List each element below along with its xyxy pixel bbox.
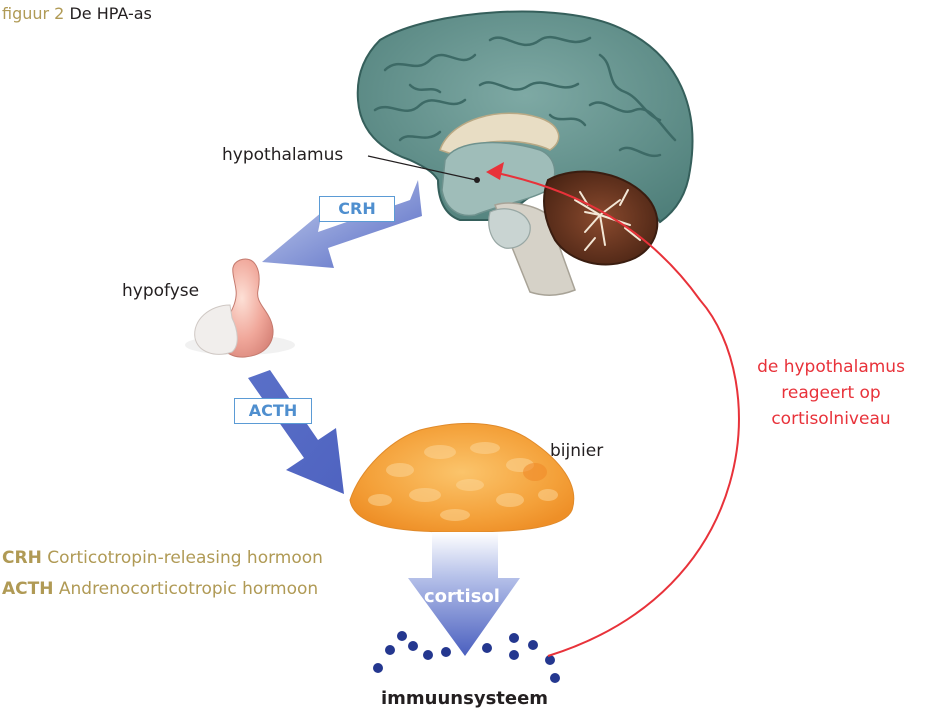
feedback-curve [491, 171, 740, 657]
feedback-line-3: cortisolniveau [771, 409, 891, 429]
figure-number: figuur 2 [2, 4, 65, 23]
label-immuunsysteem: immuunsysteem [381, 688, 549, 709]
immune-dots [373, 631, 560, 683]
crh-box: CRH [319, 196, 395, 222]
cortisol-arrow [408, 532, 520, 656]
acth-arrow [248, 370, 344, 494]
legend-item-crh: CRH Corticotropin-releasing hormoon [2, 548, 323, 568]
legend-text: Andrenocorticotropic hormoon [58, 579, 319, 599]
adrenal-texture [368, 442, 558, 521]
figure-caption: figuur 2 De HPA-as [2, 4, 152, 23]
figure-title: De HPA-as [69, 4, 152, 23]
feedback-line-2: reageert op [781, 383, 881, 403]
legend-item-acth: ACTH Andrenocorticotropic hormoon [2, 579, 318, 599]
legend-abbr: CRH [2, 548, 42, 568]
label-cortisol: cortisol [424, 586, 500, 607]
feedback-arrowhead [486, 162, 504, 180]
feedback-text: de hypothalamus reageert op cortisolnive… [736, 354, 926, 432]
hypothalamus-dot [474, 177, 480, 183]
legend-abbr: ACTH [2, 579, 54, 599]
brain [356, 10, 694, 296]
arbor-vitae [574, 189, 641, 251]
feedback-line-1: de hypothalamus [757, 357, 905, 377]
brain-gyri [373, 35, 677, 158]
acth-box: ACTH [234, 398, 312, 424]
legend-text: Corticotropin-releasing hormoon [47, 548, 323, 568]
label-bijnier: bijnier [550, 441, 604, 461]
pituitary-gland [185, 258, 295, 358]
pons [488, 208, 531, 249]
label-hypofyse: hypofyse [122, 281, 200, 301]
adrenal-gland [349, 423, 575, 533]
hypothalamus-pointer [367, 155, 477, 181]
label-hypothalamus: hypothalamus [222, 145, 344, 165]
crh-arrow [262, 180, 422, 268]
